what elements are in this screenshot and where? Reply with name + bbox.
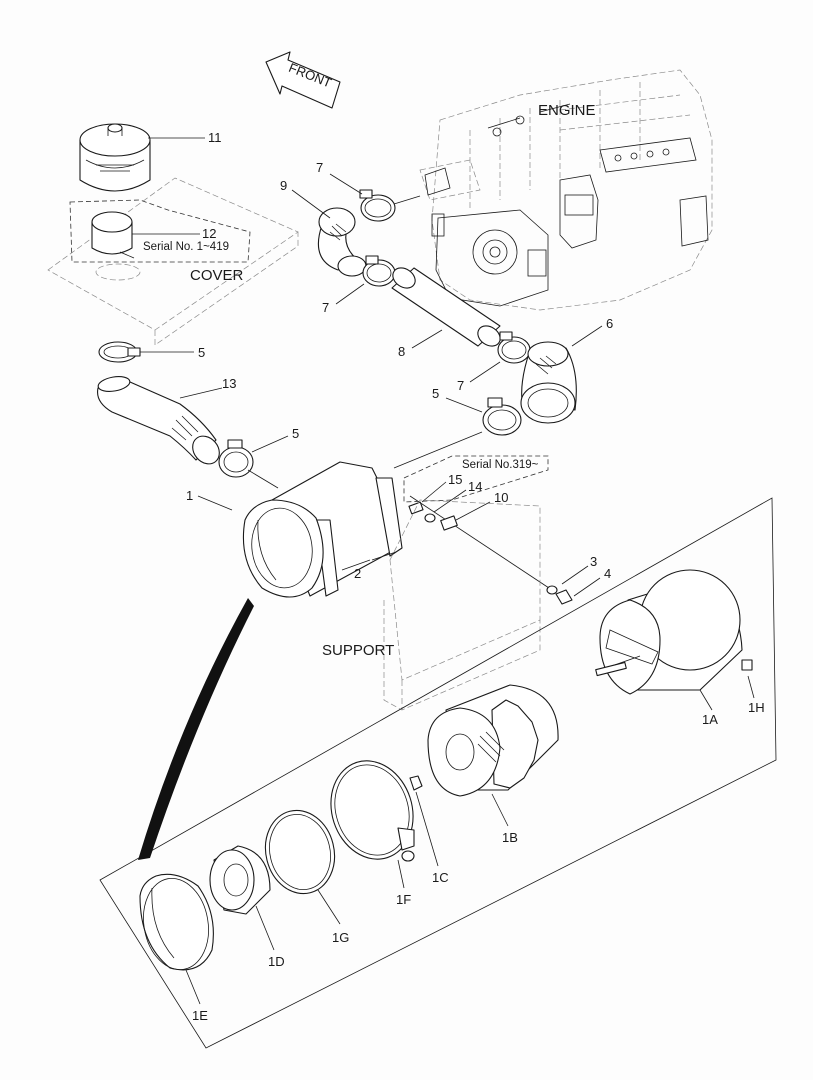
hose-clamp-5-left: 5 — [218, 426, 299, 478]
safety-element-1d: 1D — [209, 845, 285, 969]
cover-panel: COVER — [47, 177, 299, 346]
precleaner-11: 11 — [79, 123, 222, 192]
callout-7-middle: 7 — [322, 300, 329, 315]
hose-clamp-5-right: 5 — [432, 386, 522, 436]
callout-1f: 1F — [396, 892, 411, 907]
washer-3-bolt-4: 3 4 — [546, 554, 611, 605]
callout-14: 14 — [468, 479, 482, 494]
cover-cap-1e: 1E — [139, 873, 214, 1023]
filter-element-1b: 1B — [427, 684, 559, 845]
hose-clamp-7-top: 7 — [316, 160, 421, 222]
callout-3: 3 — [590, 554, 597, 569]
elbow-9: 9 — [280, 178, 367, 277]
callout-12: 12 — [202, 226, 216, 241]
callout-4: 4 — [604, 566, 611, 581]
callout-11: 11 — [208, 130, 222, 145]
support-label: SUPPORT — [322, 642, 394, 659]
callout-1a: 1A — [702, 712, 718, 727]
callout-7-top: 7 — [316, 160, 323, 175]
callout-10: 10 — [494, 490, 508, 505]
callout-1d: 1D — [268, 954, 285, 969]
serial-note-cover: Serial No. 1~419 — [143, 241, 229, 253]
hose-clamp-5-upper: 5 — [98, 341, 205, 363]
engine-label: ENGINE — [538, 102, 596, 119]
callout-1e: 1E — [192, 1008, 208, 1023]
cover-label: COVER — [190, 267, 244, 284]
callout-1h: 1H — [748, 700, 765, 715]
callout-1c: 1C — [432, 870, 449, 885]
band-clamp-1f: 1F — [330, 760, 415, 907]
wing-nut-1c: 1C — [409, 775, 449, 885]
front-arrow: FRONT — [265, 51, 341, 109]
callout-5-right: 5 — [432, 386, 439, 401]
assembly-guide-lines — [247, 431, 553, 591]
dust-cap-12: 12 Serial No. 1~419 — [69, 199, 251, 263]
support-frame: SUPPORT — [322, 499, 541, 711]
engine-drawing: ENGINE — [419, 69, 713, 311]
callout-15: 15 — [448, 472, 462, 487]
callout-9: 9 — [280, 178, 287, 193]
housing-1a: 1A — [595, 569, 743, 727]
nozzle-parts-serial: Serial No.319~ 15 14 10 — [403, 455, 549, 531]
air-cleaner-1: 1 2 — [186, 461, 403, 598]
detail-panel — [99, 497, 777, 1049]
serial-note-nozzle: Serial No.319~ — [462, 459, 539, 471]
callout-6: 6 — [606, 316, 613, 331]
callout-8: 8 — [398, 344, 405, 359]
nut-1h: 1H — [741, 659, 765, 715]
elbow-6: 6 — [520, 316, 613, 424]
callout-1: 1 — [186, 488, 193, 503]
callout-2: 2 — [354, 566, 361, 581]
gasket-1g: 1G — [264, 809, 349, 945]
pipe-8: 8 — [391, 267, 501, 359]
callout-5-left: 5 — [292, 426, 299, 441]
intake-hose-13: 13 — [97, 376, 236, 465]
callout-7-lower: 7 — [457, 378, 464, 393]
callout-1g: 1G — [332, 930, 349, 945]
callout-5-upper: 5 — [198, 345, 205, 360]
hose-clamp-7-lower: 7 — [457, 331, 531, 393]
callout-13: 13 — [222, 376, 236, 391]
callout-1b: 1B — [502, 830, 518, 845]
